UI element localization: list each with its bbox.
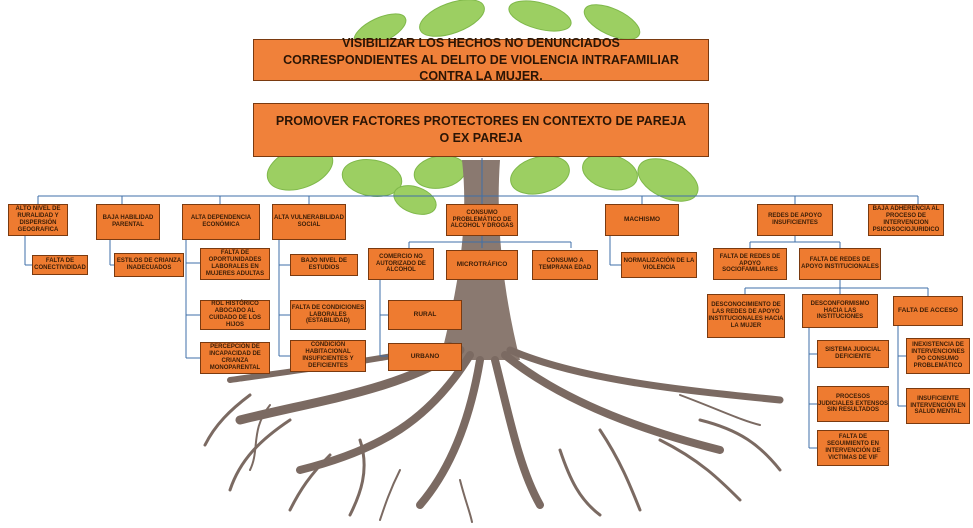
cause-crianza: ESTILOS DE CRIANZA INADECUADOS [114, 253, 184, 277]
cause-inexistencia: INEXISTENCIA DE INTERVENCIONES PO CONSUM… [906, 338, 970, 374]
cause-desconocimiento: DESCONOCIMIENTO DE LAS REDES DE APOYO IN… [707, 294, 785, 338]
cause-normalizacion: NORMALIZACIÓN DE LA VIOLENCIA [621, 252, 697, 278]
cause-institucionales: FALTA DE REDES DE APOYO INSTITUCIONALES [799, 248, 881, 280]
purpose-box: PROMOVER FACTORES PROTECTORES EN CONTEXT… [253, 103, 709, 157]
cause-condiciones: FALTA DE CONDICIONES LABORALES (ESTABILI… [290, 300, 366, 330]
cause-habilidad: BAJA HABILIDAD PARENTAL [96, 204, 160, 240]
cause-desconformismo: DESCONFORMISMO HACIA LAS INSTITUCIONES [802, 294, 878, 328]
cause-sociofamiliares: FALTA DE REDES DE APOYO SOCIOFAMILIARES [713, 248, 787, 280]
cause-redes: REDES DE APOYO INSUFICIENTES [757, 204, 833, 236]
cause-vulnerabilidad: ALTA VULNERABILIDAD SOCIAL [272, 204, 346, 240]
objective-box: VISIBILIZAR LOS HECHOS NO DENUNCIADOS CO… [253, 36, 709, 83]
cause-consumo: CONSUMO PROBLEMÁTICO DE ALCOHOL Y DROGAS [446, 204, 518, 236]
cause-procesos: PROCESOS JUDICIALES EXTENSOS SIN RESULTA… [817, 386, 889, 422]
cause-comercio: COMERCIO NO AUTORIZADO DE ALCOHOL [368, 248, 434, 280]
cause-judicial: SISTEMA JUDICIAL DEFICIENTE [817, 340, 889, 368]
cause-habitacional: CONDICIÓN HABITACIONAL INSUFICIENTES Y D… [290, 340, 366, 372]
cause-rural: RURAL [388, 300, 462, 330]
cause-ruralidad: ALTO NIVEL DE RURALIDAD Y DISPERSIÓN GEO… [8, 204, 68, 236]
cause-machismo: MACHISMO [605, 204, 679, 236]
cause-conectividad: FALTA DE CONECTIVIDIDAD [32, 255, 88, 275]
cause-acceso: FALTA DE ACCESO [893, 296, 963, 326]
cause-insuficiente: INSUFICIENTE INTERVENCIÓN EN SALUD MENTA… [906, 388, 970, 424]
cause-rol: ROL HISTÓRICO ABOCADO AL CUIDADO DE LOS … [200, 300, 270, 330]
cause-oportunidades: FALTA DE OPORTUNIDADES LABORALES EN MUJE… [200, 248, 270, 280]
cause-estudios: BAJO NIVEL DE ESTUDIOS [290, 254, 358, 276]
cause-temprana: CONSUMO A TEMPRANA EDAD [532, 250, 598, 280]
cause-urbano: URBANO [388, 343, 462, 371]
cause-adherencia: BAJA ADHERENCIA AL PROCESO DE INTERVENCI… [868, 204, 944, 236]
cause-seguimiento: FALTA DE SEGUIMIENTO EN INTERVENCIÓN DE … [817, 430, 889, 466]
cause-percepcion: PERCEPCIÓN DE INCAPACIDAD DE CRIANZA MON… [200, 342, 270, 374]
connector-lines [24, 158, 929, 449]
cause-dependencia: ALTA DEPENDENCIA ECONÓMICA [182, 204, 260, 240]
cause-microtrafico: MICROTRÁFICO [446, 250, 518, 280]
